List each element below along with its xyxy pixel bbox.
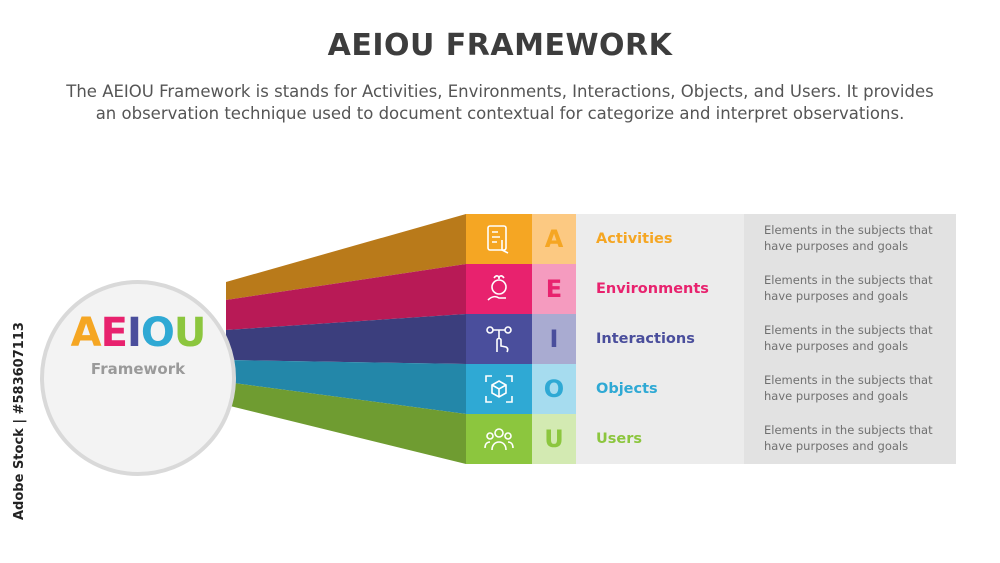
center-letter-e: E	[100, 310, 128, 356]
center-circle	[40, 280, 236, 476]
row-description-line-1: Elements in the subjects that	[764, 223, 933, 237]
touch-network-icon	[486, 326, 512, 353]
globe-leaf-hand-icon	[487, 275, 507, 301]
row-icon-cell	[466, 314, 532, 364]
center-acronym: AEIOU	[40, 310, 236, 356]
beam-objects	[226, 360, 466, 414]
row-description-line-1: Elements in the subjects that	[764, 423, 933, 437]
row-letter: E	[532, 264, 576, 314]
row-description-line-2: have purposes and goals	[764, 239, 909, 253]
row-description-line-1: Elements in the subjects that	[764, 273, 933, 287]
center-letter-a: A	[70, 310, 102, 356]
row-name: Environments	[576, 264, 744, 314]
beam-interactions	[226, 314, 466, 364]
row-icon-cell	[466, 364, 532, 414]
description-line-1: The AEIOU Framework is stands for Activi…	[66, 82, 934, 101]
row-letter: O	[532, 364, 576, 414]
stock-watermark: Adobe Stock | #583607113	[8, 322, 28, 530]
clipboard-hand-icon	[487, 225, 509, 254]
row-icon-cell	[466, 264, 532, 314]
center-letter-o: O	[140, 310, 175, 356]
row-description-line-2: have purposes and goals	[764, 389, 909, 403]
row-description-line-2: have purposes and goals	[764, 339, 909, 353]
row-letter: I	[532, 314, 576, 364]
row-description-line-2: have purposes and goals	[764, 439, 909, 453]
beams	[226, 214, 466, 464]
row-description-line-1: Elements in the subjects that	[764, 323, 933, 337]
row-description: Elements in the subjects that have purpos…	[744, 364, 956, 414]
description-line-2: an observation technique used to documen…	[95, 104, 905, 123]
row-description: Elements in the subjects that have purpos…	[744, 414, 956, 464]
row-icon-cell	[466, 214, 532, 264]
row-name: Interactions	[576, 314, 744, 364]
row-description: Elements in the subjects that have purpos…	[744, 264, 956, 314]
row-description: Elements in the subjects that have purpos…	[744, 314, 956, 364]
row-icon-cell	[466, 414, 532, 464]
row-description: Elements in the subjects that have purpos…	[744, 214, 956, 264]
row-name: Users	[576, 414, 744, 464]
row-description-line-2: have purposes and goals	[764, 289, 909, 303]
center-letter-i: I	[126, 310, 142, 356]
beam-activities	[226, 214, 466, 300]
row-letter: U	[532, 414, 576, 464]
row-name: Activities	[576, 214, 744, 264]
beam-environments	[226, 264, 466, 330]
watermark-text: Adobe Stock | #583607113	[12, 322, 27, 520]
users-group-icon	[484, 428, 514, 451]
page-description: The AEIOU Framework is stands for Activi…	[40, 81, 960, 125]
cube-scan-icon	[485, 375, 513, 403]
row-letter: A	[532, 214, 576, 264]
center-subtitle: Framework	[90, 360, 186, 378]
row-name: Objects	[576, 364, 744, 414]
center-letter-u: U	[173, 310, 207, 356]
beam-users	[226, 382, 466, 464]
page-title: AEIOU FRAMEWORK	[327, 28, 673, 63]
row-description-line-1: Elements in the subjects that	[764, 373, 933, 387]
